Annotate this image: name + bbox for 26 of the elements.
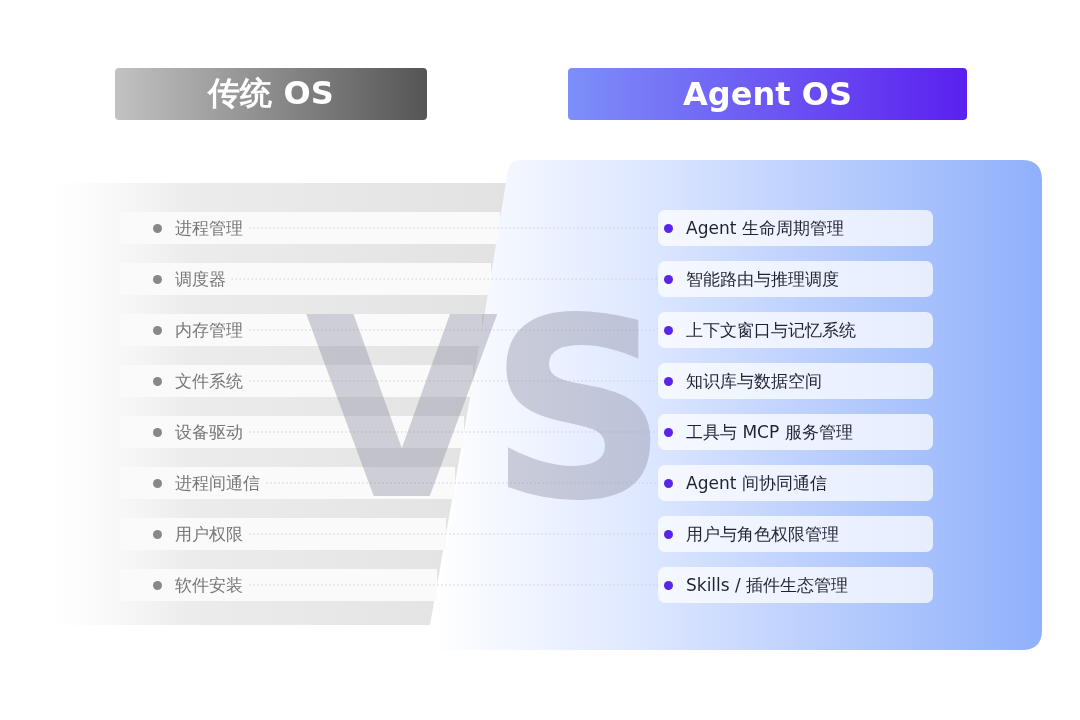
feature-item: [658, 465, 933, 501]
item-text: 进程管理: [175, 216, 243, 240]
os-title-banner: 传统 OS: [115, 68, 427, 120]
item-text: 软件安装: [175, 573, 243, 597]
item-text: 知识库与数据空间: [686, 369, 822, 393]
item-text: Agent 生命周期管理: [686, 216, 844, 240]
feature-item: [658, 567, 933, 603]
item-text: Agent 间协同通信: [686, 471, 827, 495]
os-title-banner: Agent OS: [568, 68, 967, 120]
feature-item: [658, 363, 933, 399]
item-text: 工具与 MCP 服务管理: [686, 420, 853, 444]
feature-item: [658, 210, 933, 246]
feature-item: [658, 312, 933, 348]
item-text: 上下文窗口与记忆系统: [686, 318, 856, 342]
item-text: 用户与角色权限管理: [686, 522, 839, 546]
item-text: 用户权限: [175, 522, 243, 546]
feature-item: [658, 261, 933, 297]
item-text: 进程间通信: [175, 471, 260, 495]
item-text: 调度器: [175, 267, 226, 291]
item-text: 智能路由与推理调度: [686, 267, 839, 291]
item-text: Skills / 插件生态管理: [686, 573, 849, 597]
item-text: 内存管理: [175, 318, 243, 342]
item-text: 设备驱动: [175, 420, 243, 444]
feature-item: [658, 516, 933, 552]
item-text: 文件系统: [175, 369, 243, 393]
feature-item: [658, 414, 933, 450]
